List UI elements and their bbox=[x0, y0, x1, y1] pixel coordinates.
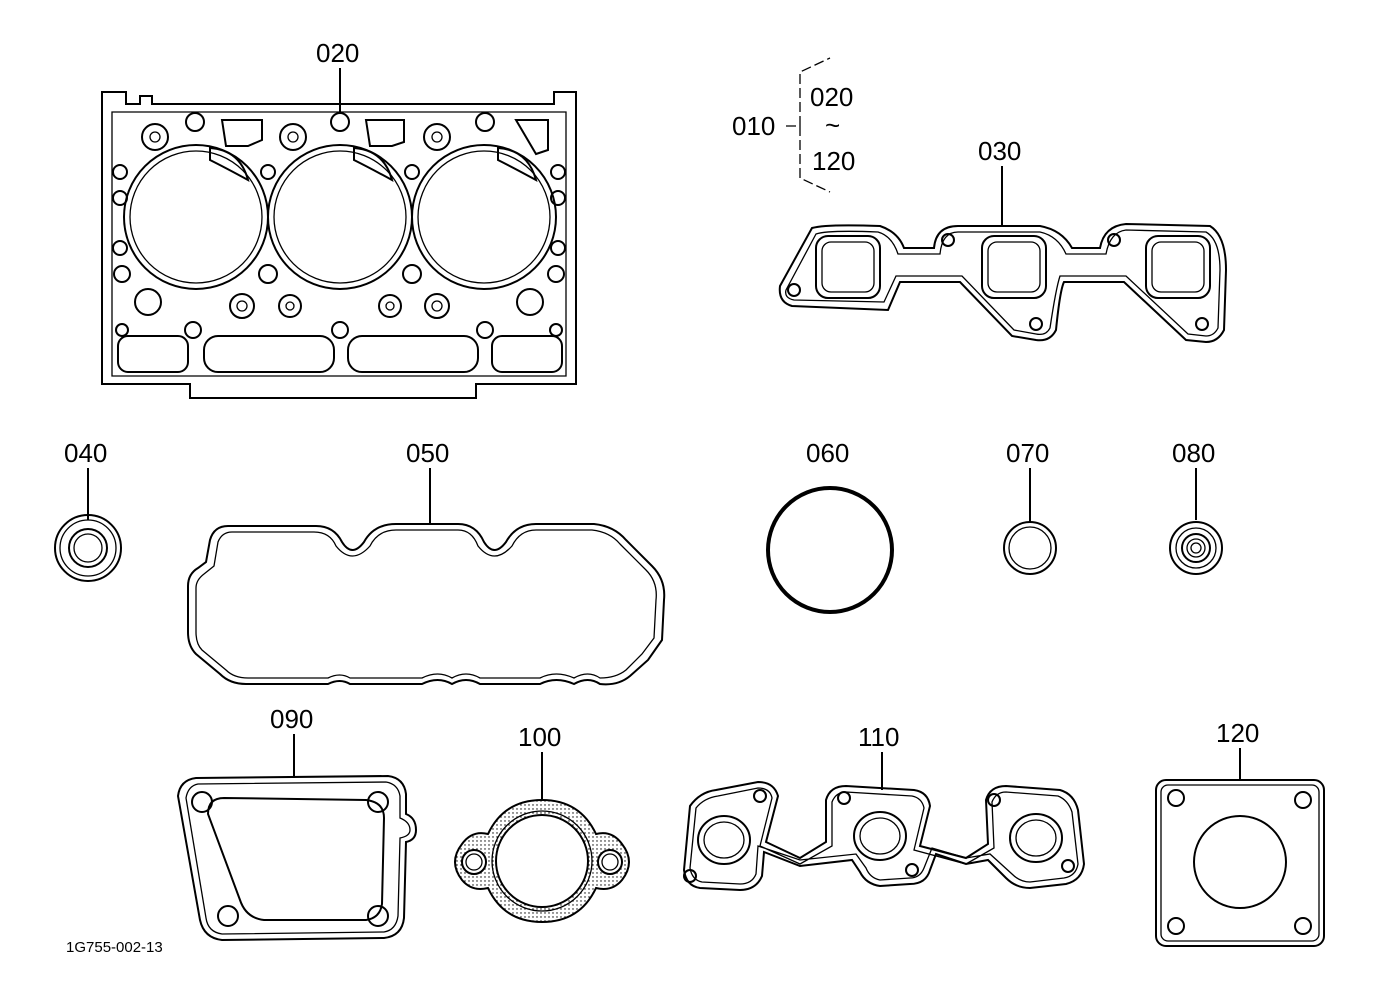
label-010-tilde: ~ bbox=[825, 110, 840, 140]
part-110-intake-gasket[interactable]: 110 bbox=[682, 722, 1086, 892]
label-030: 030 bbox=[978, 136, 1021, 166]
square-gasket-bore bbox=[1193, 815, 1287, 909]
part-060-o-ring[interactable]: 060 bbox=[766, 438, 894, 614]
head-gasket-inner-border bbox=[111, 111, 567, 377]
label-050: 050 bbox=[406, 438, 449, 468]
exhaust-bolt-hole bbox=[941, 233, 955, 247]
head-gasket-outline bbox=[101, 91, 577, 399]
part-090-gasket[interactable]: 090 bbox=[176, 704, 418, 942]
head-gasket-water-passages bbox=[117, 119, 563, 373]
label-070: 070 bbox=[1006, 438, 1049, 468]
head-cover-gasket-outline bbox=[187, 523, 666, 686]
intake-port-3 bbox=[1009, 813, 1063, 863]
figure-code: 1G755-002-13 bbox=[66, 939, 163, 956]
intake-port-1 bbox=[697, 815, 751, 865]
part-070-ring[interactable]: 070 bbox=[1003, 438, 1057, 575]
label-010-from: 020 bbox=[810, 82, 853, 112]
cylinder-bore-2 bbox=[267, 144, 413, 290]
kit-010-group[interactable]: 010 020 ~ 120 bbox=[732, 57, 855, 193]
label-100: 100 bbox=[518, 722, 561, 752]
cylinder-bore-3 bbox=[411, 144, 557, 290]
label-080: 080 bbox=[1172, 438, 1215, 468]
label-010-to: 120 bbox=[812, 146, 855, 176]
part-020-head-gasket[interactable]: 020 bbox=[101, 38, 577, 399]
part-080-seal[interactable]: 080 bbox=[1169, 438, 1223, 575]
label-060: 060 bbox=[806, 438, 849, 468]
label-110: 110 bbox=[858, 722, 899, 752]
cylinder-bore-1 bbox=[123, 144, 269, 290]
part-040-seal[interactable]: 040 bbox=[54, 438, 122, 582]
part-120-square-gasket[interactable]: 120 bbox=[1155, 718, 1325, 947]
label-040: 040 bbox=[64, 438, 107, 468]
part-050-head-cover-gasket[interactable]: 050 bbox=[187, 438, 666, 686]
intake-port-2 bbox=[853, 811, 907, 861]
label-120: 120 bbox=[1216, 718, 1259, 748]
part-030-exhaust-gasket[interactable]: 030 bbox=[778, 136, 1228, 344]
exhaust-port-3 bbox=[1145, 235, 1211, 299]
label-010: 010 bbox=[732, 111, 775, 141]
exhaust-gasket-outline bbox=[778, 222, 1228, 344]
kit-bracket bbox=[786, 57, 831, 193]
part-100-flange-gasket[interactable]: 100 bbox=[454, 722, 630, 924]
head-gasket-bolt-holes bbox=[112, 112, 566, 339]
label-090: 090 bbox=[270, 704, 313, 734]
square-gasket-outline bbox=[1155, 779, 1325, 947]
gasket-090-opening bbox=[206, 796, 386, 921]
exhaust-port-1 bbox=[815, 235, 881, 299]
intake-gasket-outline bbox=[682, 780, 1086, 892]
flange-gasket-bore bbox=[495, 814, 589, 908]
label-020: 020 bbox=[316, 38, 359, 68]
gasket-090-outline bbox=[176, 774, 418, 942]
exhaust-port-2 bbox=[981, 235, 1047, 299]
